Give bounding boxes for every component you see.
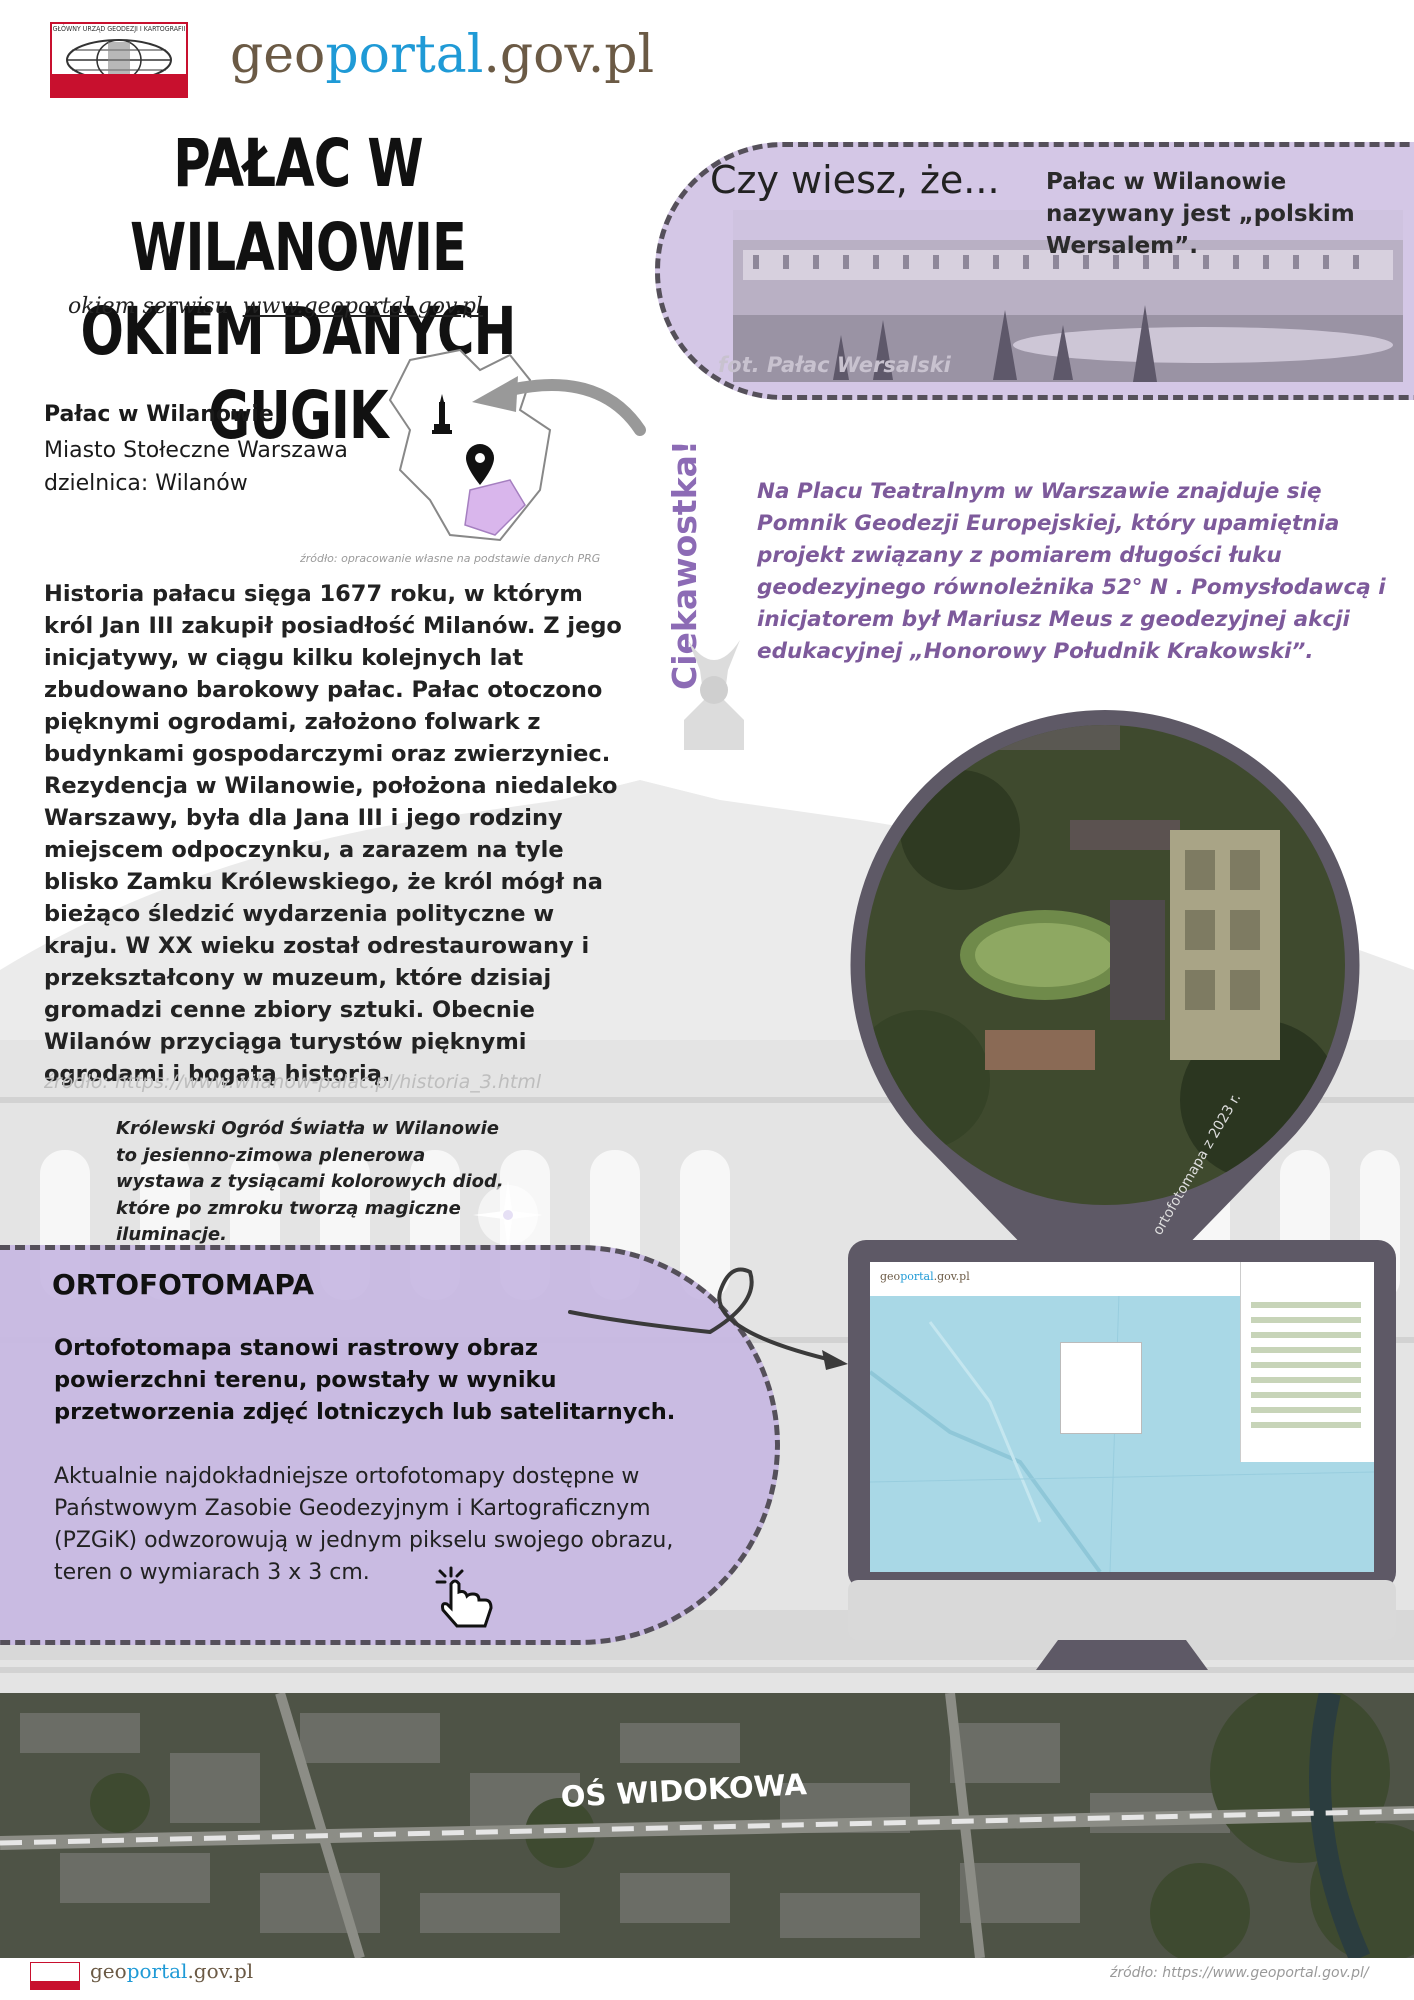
monument-icon <box>432 394 452 434</box>
geoportal-logo[interactable]: geoportal.gov.pl <box>230 20 654 90</box>
trivia-text: Na Placu Teatralnym w Warszawie znajduje… <box>757 479 1386 664</box>
subtitle-prefix: okiem serwisu <box>68 294 229 319</box>
pointing-hand-icon <box>435 1566 493 1628</box>
title-line-1: PAŁAC W WILANOWIE <box>129 125 467 286</box>
brand-geo-text: geo <box>230 25 326 85</box>
versailles-photo <box>733 210 1403 382</box>
screen-info-popup[interactable] <box>1060 1342 1142 1434</box>
warsaw-district-map <box>388 348 646 542</box>
orthophoto-panel <box>0 1245 780 1645</box>
aerial-pin-frame <box>850 710 1360 1330</box>
did-you-know-heading: Czy wiesz, że... <box>710 158 1000 202</box>
orthophoto-lead: Ortofotomapa stanowi rastrowy obraz powi… <box>54 1335 676 1425</box>
geoportal-link[interactable]: www.geoportal.gov.pl <box>242 294 483 319</box>
brand-portal-text: portal <box>325 25 484 85</box>
location-city: Miasto Stołeczne Warszawa <box>44 438 348 463</box>
history-source: źródło: https://www.wilanow-palac.pl/his… <box>44 1071 542 1093</box>
curved-arrow-icon <box>568 1267 848 1370</box>
screen-layers-panel[interactable] <box>1240 1262 1374 1462</box>
monitor-screenshot: geoportal.gov.pl <box>848 1240 1396 1670</box>
map-source: źródło: opracowanie własne na podstawie … <box>300 552 601 565</box>
garden-of-light-text: Królewski Ogród Światła w Wilanowie to j… <box>116 1118 504 1245</box>
geoportal-screen[interactable]: geoportal.gov.pl <box>870 1262 1374 1572</box>
brand-gov-text: .gov.pl <box>483 25 655 85</box>
map-pin-icon <box>466 444 494 485</box>
location-name: Pałac w Wilanowie <box>44 402 274 427</box>
viewing-axis-aerial-photo <box>0 1693 1414 1958</box>
gugik-logo-caption: GŁÓWNY URZĄD GEODEZJI I KARTOGRAFII <box>52 25 186 33</box>
location-district: dzielnica: Wilanów <box>44 471 248 496</box>
arrow-icon <box>504 379 646 436</box>
screen-map <box>870 1262 1374 1572</box>
page-subtitle: okiem serwisu www.geoportal.gov.pl <box>68 294 483 319</box>
sparkle-icon <box>473 1180 543 1250</box>
layers-list <box>1251 1302 1361 1428</box>
screen-geoportal-logo[interactable]: geoportal.gov.pl <box>880 1270 970 1283</box>
footer-brand-geo: geo <box>90 1959 127 1983</box>
gugik-logo-red-band <box>52 74 186 96</box>
monument-silhouette-icon <box>684 640 744 750</box>
footer-source-link[interactable]: źródło: https://www.geoportal.gov.pl/ <box>1110 1965 1369 1981</box>
footer-gugik-logo <box>30 1962 80 1990</box>
photo-credit: fot. Pałac Wersalski <box>718 353 951 377</box>
footer-brand-gov: .gov.pl <box>187 1959 254 1983</box>
history-text: Historia pałacu sięga 1677 roku, w który… <box>44 581 622 1087</box>
footer-logo-red-band <box>31 1981 79 1989</box>
footer-brand-portal: portal <box>126 1959 188 1983</box>
footer-geoportal-logo[interactable]: geoportal.gov.pl <box>90 1959 253 1983</box>
gugik-logo: GŁÓWNY URZĄD GEODEZJI I KARTOGRAFII <box>50 22 188 98</box>
orthophoto-heading: ORTOFOTOMAPA <box>52 1268 314 1301</box>
orthophoto-body: Aktualnie najdokładniejsze ortofotomapy … <box>54 1464 674 1585</box>
did-you-know-text: Pałac w Wilanowie nazywany jest „polskim… <box>1046 169 1355 259</box>
